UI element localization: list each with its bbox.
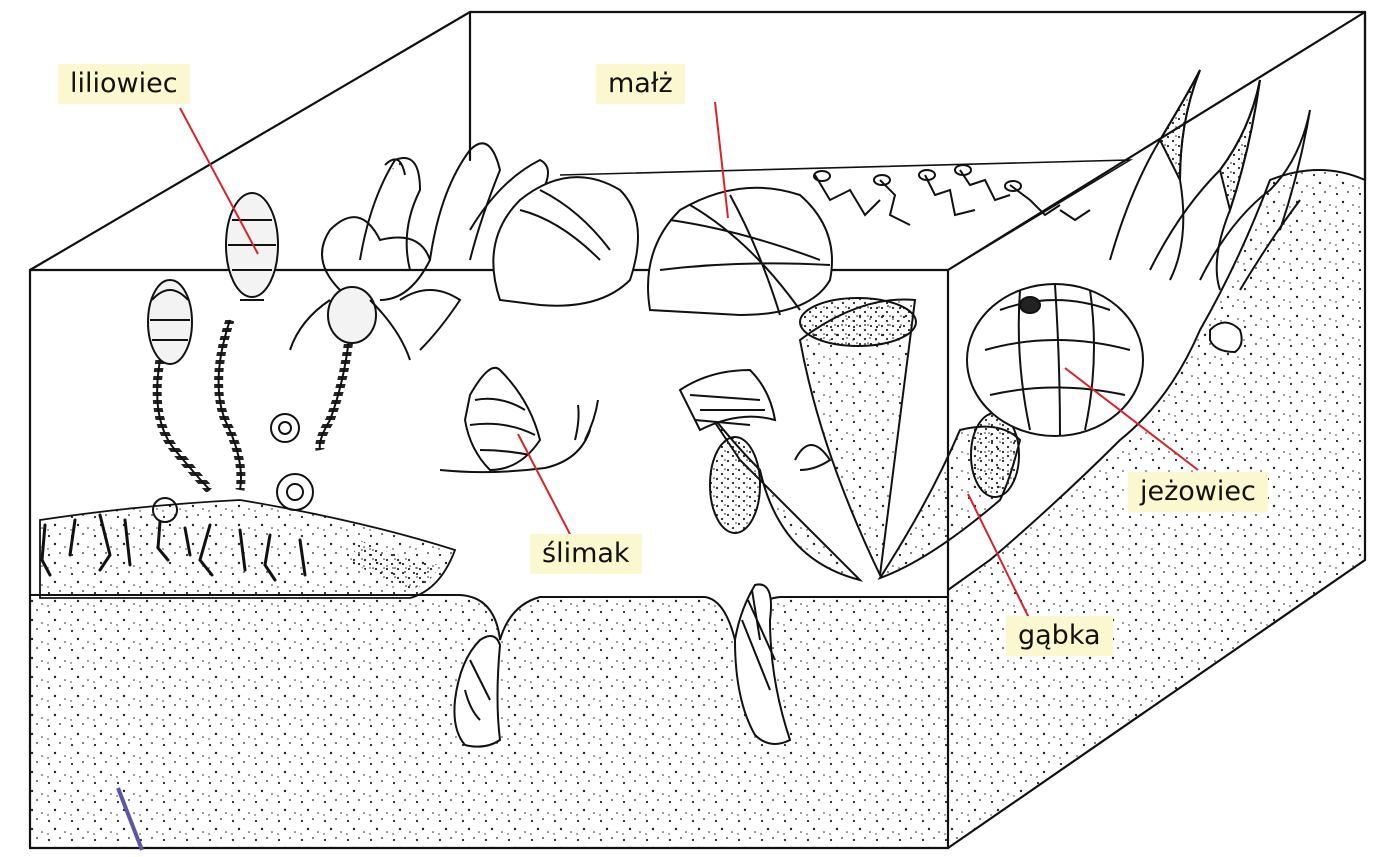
snail-label: ślimak [530,534,642,574]
sea-urchin-label: jeżowiec [1128,472,1268,512]
crinoid-leader-line [180,108,258,254]
sponge-label: gąbka [1006,616,1113,656]
tube-worms [814,165,1090,225]
crinoids [148,193,430,490]
snail-leader-line [518,434,572,538]
crinoid-label: liliowiec [58,64,190,104]
bivalve-drawing [648,188,832,315]
bivalve-label: małż [596,64,685,104]
back-shell [493,177,638,306]
